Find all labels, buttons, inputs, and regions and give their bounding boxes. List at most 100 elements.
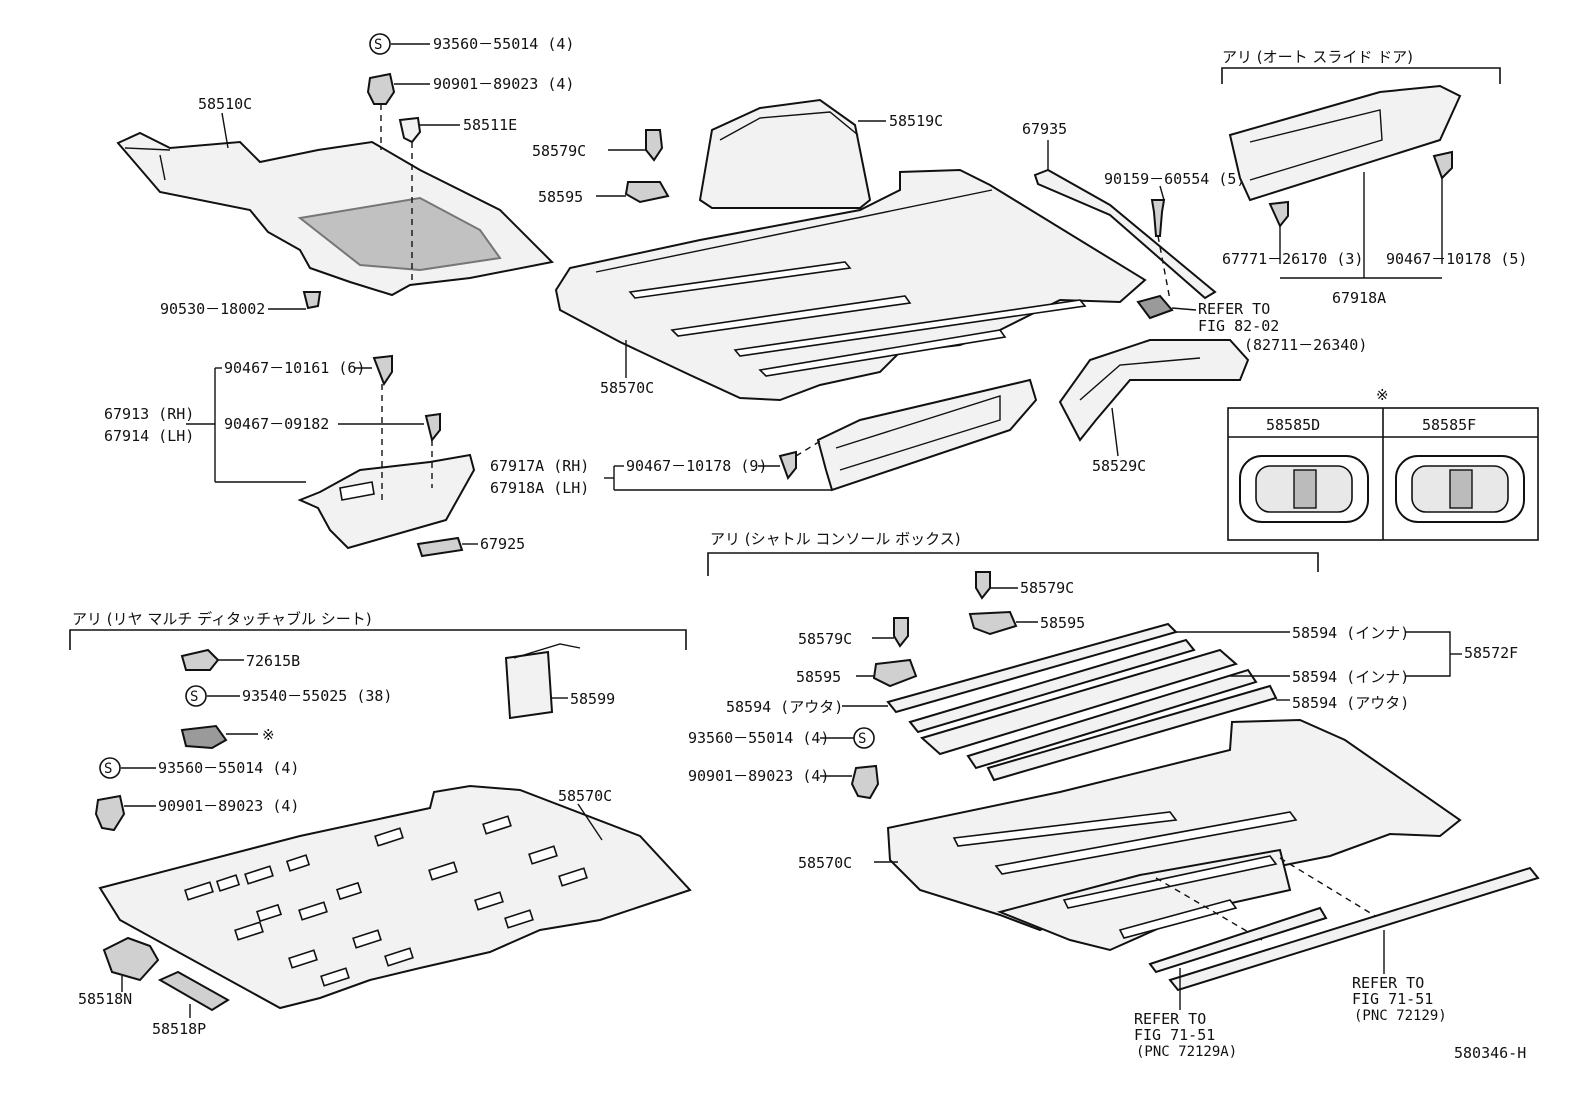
label-58594-outer-right: 58594 (アウタ)	[1292, 694, 1409, 712]
label-58572F: 58572F	[1464, 644, 1518, 662]
label-90467-09182: 90467－09182	[224, 415, 329, 433]
s-mark-c-icon	[185, 685, 207, 707]
clip-90901-c-icon	[94, 794, 126, 832]
rail-58594-3-shape	[919, 648, 1239, 756]
label-90901-b: 90901－89023 (4)	[688, 767, 829, 785]
bracket-58595-icon	[624, 181, 670, 204]
label-90901-a: 90901－89023 (4)	[433, 75, 574, 93]
label-58599: 58599	[570, 690, 615, 708]
part-58570C-top-shape	[554, 168, 1147, 402]
section-auto-slide-title: アリ (オート スライド ドア)	[1222, 48, 1413, 66]
clip-90467-9-icon	[778, 450, 797, 481]
clip-90901-b-icon	[850, 764, 880, 800]
s-mark-d-icon	[99, 757, 121, 779]
label-58510C: 58510C	[198, 95, 252, 113]
s-mark-letter: S	[374, 37, 382, 53]
label-58579C-b: 58579C	[1020, 579, 1074, 597]
clip-58579C-c-icon	[893, 617, 909, 648]
section-shuttle-title: アリ (シャトル コンソール ボックス)	[710, 530, 961, 548]
label-ref71b-line1: REFER TO	[1352, 974, 1424, 992]
part-67917A-shape	[816, 378, 1038, 492]
part-58570C-b-shape	[886, 718, 1462, 952]
label-58519C: 58519C	[889, 112, 943, 130]
label-58579C-a: 58579C	[532, 142, 586, 160]
label-67935: 67935	[1022, 120, 1067, 138]
label-67913: 67913 (RH)	[104, 405, 194, 423]
label-58595-b: 58595	[1040, 614, 1085, 632]
label-58579C-c: 58579C	[798, 630, 852, 648]
diagram-code: 580346-H	[1454, 1044, 1526, 1062]
label-67771: 67771－26170 (3)	[1222, 250, 1363, 268]
clip-82711-icon	[1136, 294, 1174, 320]
label-ref71a-line1: REFER TO	[1134, 1010, 1206, 1028]
label-90467-10161: 90467－10161 (6)	[224, 359, 365, 377]
label-58585D: 58585D	[1266, 416, 1320, 434]
label-ref71b-line2: FIG 71-51	[1352, 990, 1433, 1008]
rail-72129A-shape	[1148, 906, 1328, 974]
label-58585F: 58585F	[1422, 416, 1476, 434]
s-mark-d-letter: S	[104, 761, 112, 777]
label-67917A: 67917A (RH)	[490, 457, 589, 475]
label-ref71b-line3: (PNC 72129)	[1354, 1008, 1447, 1024]
label-90159: 90159－60554 (5)	[1104, 170, 1245, 188]
label-58570C-a: 58570C	[600, 379, 654, 397]
label-ref71a-line2: FIG 71-51	[1134, 1026, 1215, 1044]
clip-58579C-icon	[645, 129, 664, 162]
label-93540: 93540－55025 (38)	[242, 687, 392, 705]
part-67925-shape	[416, 536, 464, 558]
clip-58579C-b-icon	[975, 571, 991, 600]
part-58518P-shape	[157, 970, 230, 1012]
label-90467-10178-9: 90467－10178 (9)	[626, 457, 767, 475]
label-note-mark: ※	[262, 726, 275, 744]
clip-90467-09182-icon	[424, 412, 441, 443]
label-67914: 67914 (LH)	[104, 427, 194, 445]
label-58595-a: 58595	[538, 188, 583, 206]
label-58570C-b: 58570C	[798, 854, 852, 872]
part-67918A-top-shape	[1228, 84, 1462, 202]
label-67918A-lh: 67918A (LH)	[490, 479, 589, 497]
label-ref82-line2: FIG 82-02	[1198, 317, 1279, 335]
bracket-58595-b-icon	[968, 610, 1018, 636]
label-58518P: 58518P	[152, 1020, 206, 1038]
rail-58594-4-shape	[966, 668, 1258, 770]
clip-90467-10161-icon	[372, 354, 393, 387]
s-mark-icon	[369, 33, 391, 55]
clip-90467-5-icon	[1432, 150, 1453, 180]
label-ref71a-line3: (PNC 72129A)	[1136, 1044, 1237, 1060]
label-90530: 90530－18002	[160, 300, 265, 318]
note-mark-top: ※	[1376, 386, 1389, 404]
label-ref82-line3: (82711－26340)	[1244, 336, 1367, 354]
label-58518N: 58518N	[78, 990, 132, 1008]
rail-72129-shape	[1168, 866, 1540, 992]
label-58570C-c: 58570C	[558, 787, 612, 805]
part-58585-ref-shape	[180, 724, 228, 750]
clip-58511E-icon	[398, 116, 422, 144]
clip-67771-icon	[1268, 200, 1289, 228]
rail-58594-2-shape	[908, 638, 1196, 734]
part-58529C-shape	[1058, 339, 1250, 442]
label-58594-outer-left: 58594 (アウタ)	[726, 698, 843, 716]
section-rear-seat-title: アリ (リヤ マルチ ディタッチャブル シート)	[72, 610, 372, 628]
clip-90530-icon	[302, 291, 322, 310]
label-93560-b: 93560－55014 (4)	[688, 729, 829, 747]
rail-58594-5-shape	[986, 684, 1278, 782]
part-67935-shape	[1033, 168, 1217, 300]
label-90901-c: 90901－89023 (4)	[158, 797, 299, 815]
label-67918A-top: 67918A	[1332, 289, 1386, 307]
s-mark-c-letter: S	[190, 689, 198, 705]
label-93560-a: 93560－55014 (4)	[433, 35, 574, 53]
part-58599-shape	[504, 650, 554, 720]
label-93560-c: 93560－55014 (4)	[158, 759, 299, 777]
screw-90159-icon	[1150, 199, 1166, 237]
label-ref82-line1: REFER TO	[1198, 300, 1270, 318]
part-67913-shape	[297, 453, 476, 550]
part-58570C-c-shape	[98, 784, 692, 1010]
part-72615B-shape	[180, 648, 220, 671]
part-58510C-shape	[116, 131, 555, 297]
label-58595-c: 58595	[796, 668, 841, 686]
label-67925: 67925	[480, 535, 525, 553]
label-58594-inner-2: 58594 (インナ)	[1292, 668, 1409, 686]
clip-90901-icon	[366, 72, 396, 105]
